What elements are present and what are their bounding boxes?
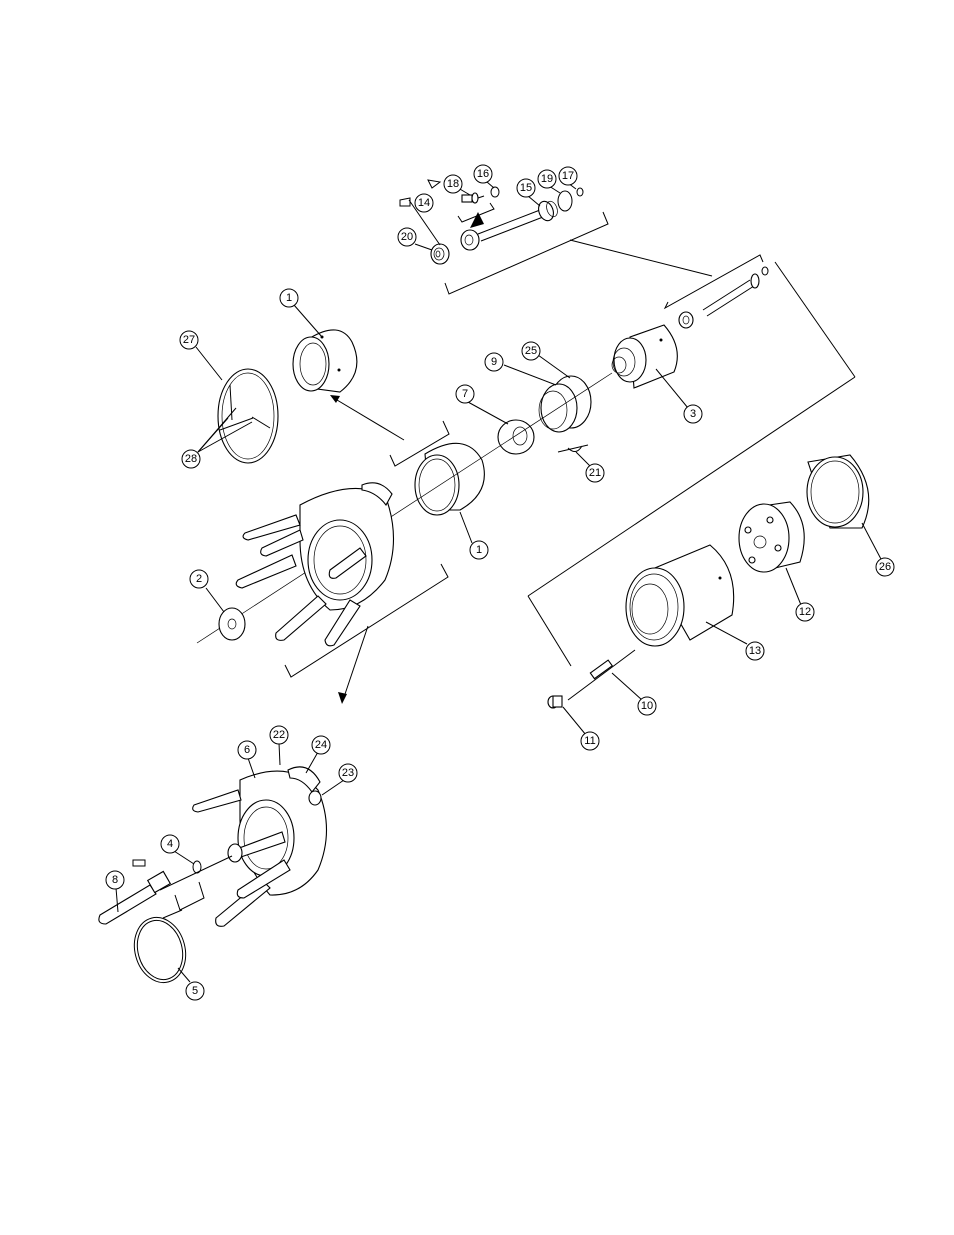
- callout-1: 1: [470, 541, 488, 559]
- callout-19: 19: [538, 170, 556, 188]
- svg-text:6: 6: [244, 744, 250, 756]
- main-leader-lower: [528, 596, 571, 666]
- callout-7: 7: [456, 385, 474, 403]
- callout-15: 15: [517, 179, 535, 197]
- tag-marker-icon: [133, 860, 145, 866]
- cover-part-1-middle: [415, 443, 484, 515]
- svg-text:28: 28: [185, 453, 197, 465]
- svg-text:7: 7: [462, 388, 468, 400]
- top-subassembly: [400, 180, 712, 294]
- svg-text:1: 1: [286, 292, 292, 304]
- oring-part-19: [558, 191, 572, 211]
- callout-25: 25: [522, 342, 540, 360]
- svg-text:11: 11: [584, 735, 595, 747]
- svg-text:20: 20: [401, 231, 413, 243]
- callout-3: 3: [684, 405, 702, 423]
- callout-18: 18: [444, 175, 462, 193]
- svg-text:13: 13: [749, 645, 761, 657]
- main-leader-upper: [775, 262, 855, 377]
- svg-text:21: 21: [589, 467, 601, 479]
- svg-text:4: 4: [167, 838, 173, 850]
- callout-20: 20: [398, 228, 416, 246]
- callout-23: 23: [339, 764, 357, 782]
- svg-text:16: 16: [477, 168, 489, 180]
- callout-4: 4: [161, 835, 179, 853]
- housing-part-3: [612, 325, 677, 388]
- svg-text:10: 10: [641, 700, 653, 712]
- svg-text:19: 19: [541, 173, 553, 185]
- callout-13: 13: [746, 642, 764, 660]
- svg-text:15: 15: [520, 182, 532, 194]
- callout-12: 12: [796, 603, 814, 621]
- main-body-assembly: [236, 483, 393, 646]
- svg-text:3: 3: [690, 408, 696, 420]
- callout-26: 26: [876, 558, 894, 576]
- callout-21: 21: [586, 464, 604, 482]
- svg-text:8: 8: [112, 874, 118, 886]
- pin-part-10: [568, 650, 635, 700]
- svg-text:1: 1: [476, 544, 482, 556]
- callout-2: 2: [190, 570, 208, 588]
- washer-part-7: [498, 420, 534, 454]
- callout-22: 22: [270, 726, 288, 744]
- callout-11: 11: [581, 732, 599, 750]
- callout-27: 27: [180, 331, 198, 349]
- callout-16: 16: [474, 165, 492, 183]
- cap-part-2: [219, 608, 245, 640]
- top-group-leader: [570, 240, 712, 276]
- svg-text:27: 27: [183, 334, 195, 346]
- callouts: 1 1 2 3 4 5 6 7 8 9 10 11 12 13 14 15 16…: [106, 165, 894, 1000]
- fitting-part-18: [462, 193, 484, 203]
- callout-10: 10: [638, 697, 656, 715]
- arrow-head-icon: [338, 692, 347, 704]
- callout-1: 1: [280, 289, 298, 307]
- callout-28: 28: [182, 450, 200, 468]
- cylinder-part-13: [626, 545, 734, 646]
- svg-text:14: 14: [418, 197, 430, 209]
- leader-lines: [116, 182, 882, 982]
- nut-part-11: [548, 696, 562, 708]
- callout-6: 6: [238, 741, 256, 759]
- plate-part-12: [739, 502, 804, 572]
- callout-17: 17: [559, 167, 577, 185]
- svg-text:18: 18: [447, 178, 459, 190]
- svg-text:5: 5: [192, 985, 198, 997]
- arrow-line: [343, 626, 368, 700]
- tag-marker-icon: [400, 198, 410, 206]
- svg-text:2: 2: [196, 573, 202, 585]
- top-group-bracket: [445, 212, 608, 294]
- svg-text:22: 22: [273, 729, 285, 741]
- callout-5: 5: [186, 982, 204, 1000]
- svg-text:17: 17: [562, 170, 574, 182]
- arrow-line: [332, 397, 404, 440]
- svg-text:26: 26: [879, 561, 891, 573]
- cover-part-1-top: [293, 330, 357, 392]
- rod-assembly: [679, 267, 768, 328]
- bushing-part-20: [431, 244, 449, 264]
- disc-part-27: [218, 369, 278, 463]
- tag-marker-icon: [428, 180, 440, 188]
- clip-part-21: [558, 445, 588, 452]
- ring-part-16: [491, 187, 499, 197]
- arrow-head-icon: [330, 395, 340, 403]
- bushing-part-9-25: [539, 376, 591, 432]
- callout-9: 9: [485, 353, 503, 371]
- svg-text:12: 12: [799, 606, 811, 618]
- callout-8: 8: [106, 871, 124, 889]
- svg-text:25: 25: [525, 345, 537, 357]
- svg-text:23: 23: [342, 767, 354, 779]
- ring-part-17: [577, 188, 583, 196]
- callout-24: 24: [312, 736, 330, 754]
- svg-text:24: 24: [315, 739, 327, 751]
- callout-14: 14: [415, 194, 433, 212]
- ring-part-26: [807, 455, 869, 528]
- lower-body-assembly: [99, 767, 327, 988]
- svg-text:9: 9: [491, 356, 497, 368]
